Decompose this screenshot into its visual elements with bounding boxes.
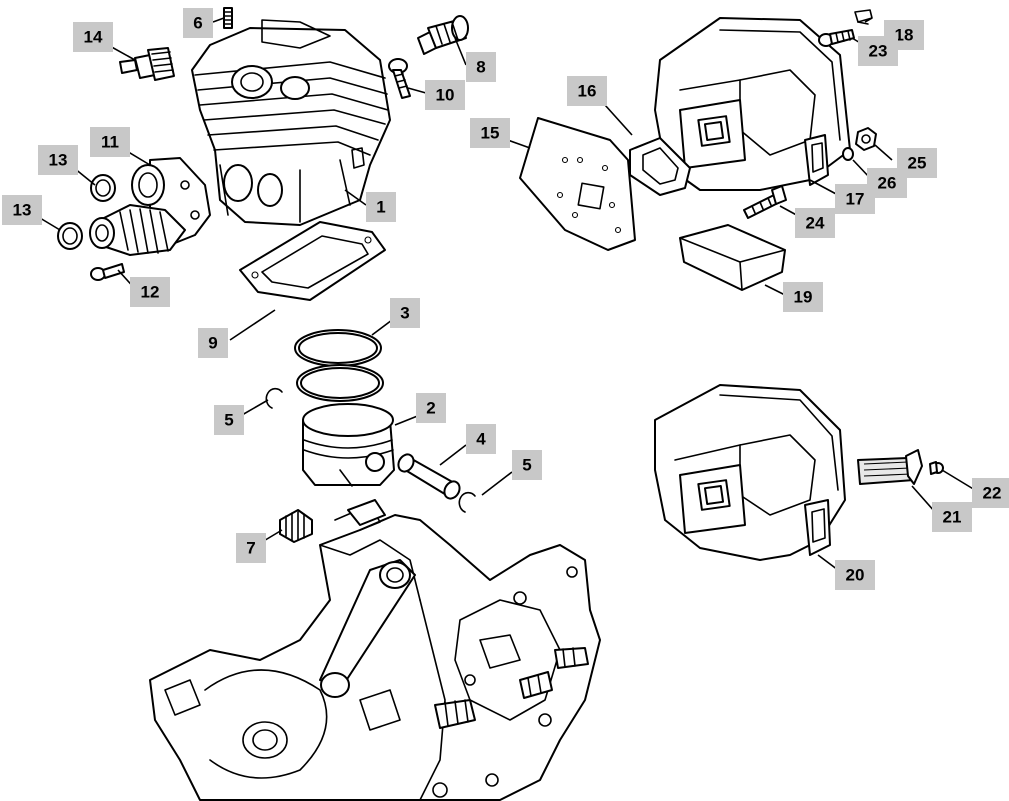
muffler-gasket-part [629,137,691,196]
callout-label: 11 [101,133,119,152]
callout-label: 13 [49,151,68,170]
callout-2: 2 [416,393,446,423]
callout-14: 14 [73,22,113,52]
nut-part [855,127,877,151]
callout-11: 11 [90,127,130,157]
callout-label: 22 [983,484,1002,503]
callout-13-lower: 13 [2,195,42,225]
muffler-screw-upper-part [818,29,855,47]
callout-13-upper: 13 [38,145,78,175]
callout-label: 5 [224,411,233,430]
base-gasket-part [239,221,386,301]
callout-label: 26 [878,174,897,193]
callout-label: 18 [895,26,914,45]
callout-label: 15 [481,124,500,143]
callout-21: 21 [932,502,972,532]
piston-pin-part [397,453,461,500]
callout-8: 8 [466,52,496,82]
callout-label: 9 [208,334,217,353]
callout-label: 6 [193,14,202,33]
intake-manifold-part [89,157,211,256]
baffle-part [679,224,786,291]
callout-label: 8 [476,58,485,77]
cylinder-screw-part [388,58,411,99]
callout-label: 23 [869,42,888,61]
callout-15: 15 [470,118,510,148]
decompression-valve-part [417,15,469,55]
piston-part [302,403,395,487]
washer-part [842,147,854,161]
callout-label: 13 [13,201,32,220]
callout-label: 16 [578,82,597,101]
callout-label: 7 [246,539,255,558]
stud-part [223,7,233,29]
circlip-right-part [458,491,476,513]
spark-plug-part [119,47,175,81]
needle-cage-part [279,509,313,543]
callout-9: 9 [198,328,228,358]
manifold-screw-part [90,263,125,281]
clip-part [854,9,873,25]
callout-label: 1 [376,198,385,217]
callout-label: 17 [846,190,865,209]
callout-label: 14 [84,28,103,47]
callout-label: 4 [476,430,486,449]
callout-3: 3 [390,298,420,328]
circlip-left-part [265,387,283,409]
callout-label: 21 [943,508,962,527]
callout-4: 4 [466,424,496,454]
callout-17: 17 [835,184,875,214]
callout-19: 19 [783,282,823,312]
callout-7: 7 [236,533,266,563]
spark-arrestor-screen-part [857,449,923,485]
callout-label: 24 [806,214,825,233]
callout-12: 12 [130,277,170,307]
heat-shield-plate-part [519,117,636,251]
callout-23: 23 [858,36,898,66]
callout-22: 22 [972,478,1009,508]
callout-label: 20 [846,566,865,585]
exhaust-stud-part [743,185,787,219]
callout-6: 6 [183,8,213,38]
screen-screw-part [929,461,944,475]
callout-label: 2 [426,399,435,418]
callout-label: 5 [522,456,531,475]
callout-label: 3 [400,304,409,323]
callout-label: 19 [794,288,813,307]
callout-label: 12 [141,283,160,302]
callout-label: 25 [908,154,927,173]
callout-1: 1 [366,192,396,222]
piston-rings-part [294,329,384,402]
callout-16: 16 [567,76,607,106]
callout-20: 20 [835,560,875,590]
callout-24: 24 [795,208,835,238]
callout-10: 10 [425,80,465,110]
muffler-lower-part [654,384,846,561]
crankcase-part [149,499,601,801]
callout-5-left: 5 [214,405,244,435]
callout-label: 10 [436,86,455,105]
seal-ring-upper-part [90,174,116,202]
cylinder-part [191,19,391,226]
callout-5-right: 5 [512,450,542,480]
seal-ring-lower-part [57,222,83,250]
